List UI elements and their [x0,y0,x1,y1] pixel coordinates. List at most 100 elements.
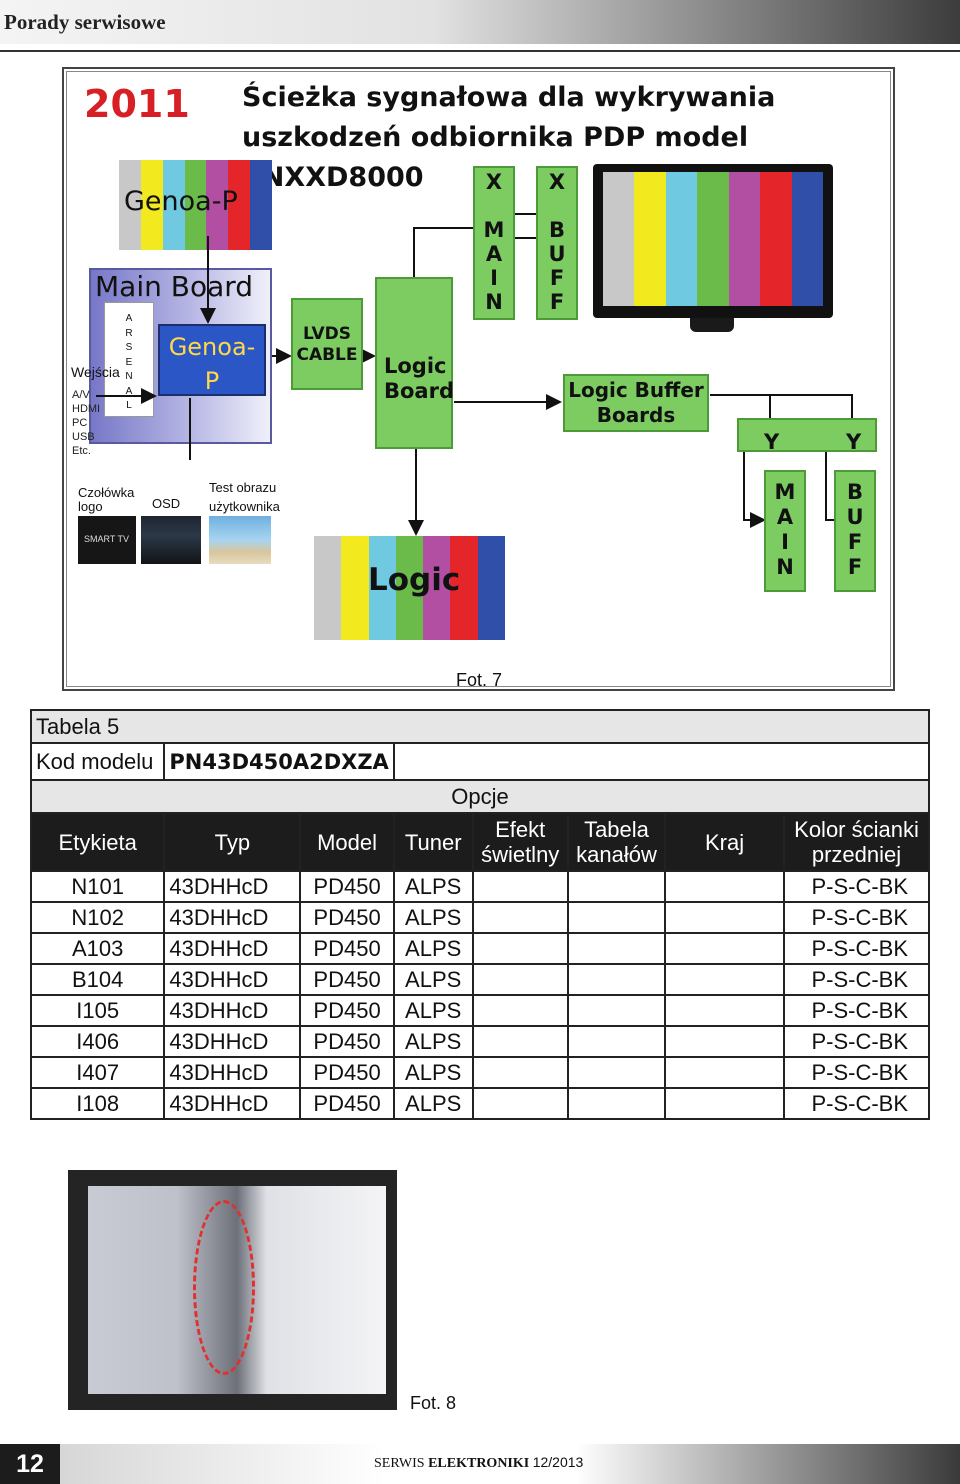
color-bar [206,160,229,250]
figure-title-line-2: uszkodzeń odbiornika PDP model PNXXD8000 [242,122,749,193]
table-cell: PD450 [299,870,395,903]
table-cell [566,1056,667,1089]
table-cell: ALPS [392,994,474,1027]
table-cell: ALPS [392,932,474,965]
table-cell: PD450 [299,994,395,1027]
table-cell: P-S-C-BK [783,1025,930,1058]
color-bar [119,160,141,250]
table-cell [664,932,785,965]
table-header-row: Etykieta Typ Model Tuner Efekt świetlny … [29,812,930,872]
table-cell: A103 [29,932,166,965]
thumb-test-image [209,516,271,564]
color-bar [665,172,698,306]
col-header-typ: Typ [163,812,302,872]
y-board-top-strip [737,418,877,452]
table-cell: P-S-C-BK [783,932,930,965]
table-cell: I108 [29,1087,166,1120]
col-header-kolor: Kolor ścianki przedniej [783,812,930,872]
inputs-label: Wejścia [71,364,120,380]
header-rule [0,50,960,52]
table-cell [664,1087,785,1120]
table-cell [664,870,785,903]
inputs-list: A/V HDMI PC USB Etc. [72,389,101,457]
table-cell [471,963,569,996]
table-cell: 43DHHcD [163,1025,302,1058]
x-main-block [473,166,515,320]
table-cell: P-S-C-BK [783,1087,930,1120]
color-bar [603,172,635,306]
options-header: Opcje [30,779,930,814]
color-bar [450,536,478,640]
figure-8-caption: Fot. 8 [410,1393,457,1413]
table-cell: ALPS [392,901,474,934]
logic-color-pattern [314,536,505,640]
table-cell: ALPS [392,870,474,903]
table-cell [471,870,569,903]
table-cell: 43DHHcD [163,901,302,934]
table-cell [471,994,569,1027]
main-board-label: Main Board [95,270,254,303]
table-cell: I406 [29,1025,166,1058]
y-buff-block [834,470,876,592]
col-header-kraj: Kraj [664,812,785,872]
table-cell: P-S-C-BK [783,1056,930,1089]
col-header-tuner: Tuner [392,812,474,872]
logic-board-label: Logic Board [384,354,454,403]
table-cell: B104 [29,963,166,996]
color-bar [228,160,251,250]
color-bar [140,160,163,250]
lvds-cable-block [291,298,363,390]
page-number: 12 [0,1444,60,1484]
thumb-osd [141,516,201,564]
footer-bar [0,1444,960,1484]
table-cell [471,1056,569,1089]
logic-buffer-boards-block [563,374,709,432]
figure-title: Ścieżka sygnałowa dla wykrywania uszkodz… [242,78,882,198]
color-bar [791,172,823,306]
color-bar [728,172,761,306]
table-cell [566,870,667,903]
col-header-model: Model [299,812,395,872]
table-cell: P-S-C-BK [783,901,930,934]
table-cell [471,932,569,965]
x-buff-block [536,166,578,320]
table-cell: PD450 [299,1025,395,1058]
y-main-label: M A I N [774,480,796,579]
defect-highlight-ellipse [193,1200,255,1375]
table-cell: PD450 [299,901,395,934]
table-cell [566,932,667,965]
model-code-value: PN43D450A2DXZA [163,742,395,781]
table-cell: P-S-C-BK [783,870,930,903]
color-bar [162,160,185,250]
journal-name: SERWIS ELEKTRONIKI 12/2013 [374,1454,583,1472]
color-bar [184,160,207,250]
color-bar [697,172,729,306]
journal-name-part-1: SERWIS [374,1456,425,1471]
table-cell: 43DHHcD [163,1087,302,1120]
table-cell [664,1025,785,1058]
model-code-empty [392,742,931,781]
table-cell: I407 [29,1056,166,1089]
table-cell: ALPS [392,1087,474,1120]
table-cell: N102 [29,901,166,934]
table-cell [471,901,569,934]
genoa-top-label: Genoa-P [124,186,238,217]
table-cell: 43DHHcD [163,994,302,1027]
figure-7-caption: Fot. 7 [456,670,503,690]
color-bar [314,536,342,640]
table-cell: ALPS [392,1025,474,1058]
color-bar [341,536,369,640]
table-cell [664,994,785,1027]
caption-test: Test obrazu użytkownika [209,480,280,514]
figure-7-inner-frame [66,71,891,687]
table-cell [471,1087,569,1120]
table-caption: Tabela 5 [30,709,930,744]
color-bar [423,536,451,640]
